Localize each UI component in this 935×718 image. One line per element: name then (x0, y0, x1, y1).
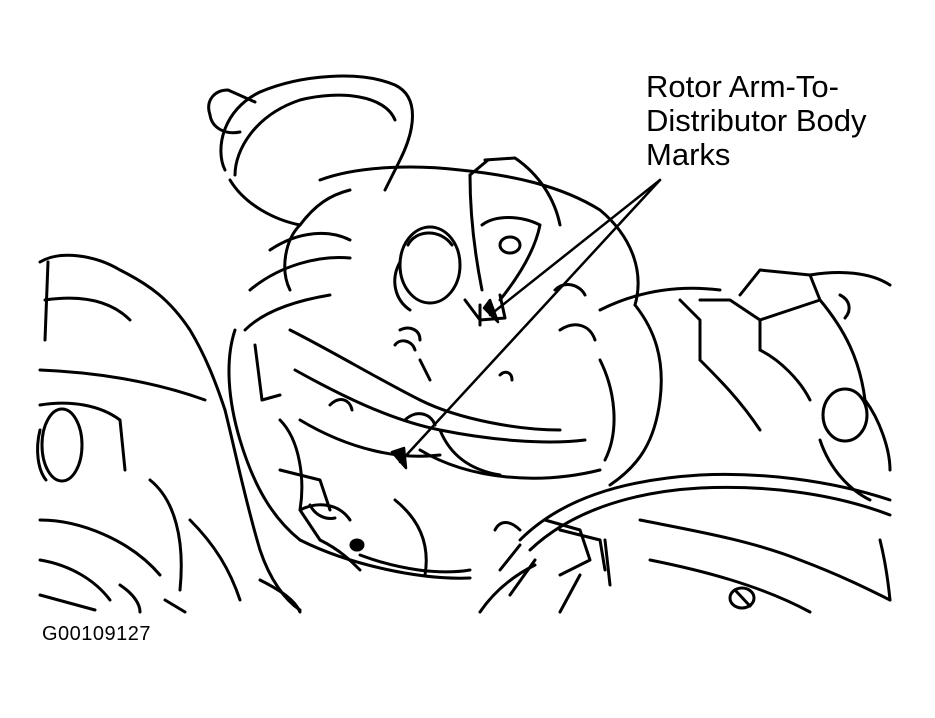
engine-block-right (598, 268, 892, 614)
distributor-housing (227, 156, 663, 580)
callout-line-3: Marks (646, 137, 731, 172)
figure-id: G00109127 (42, 623, 152, 645)
callout-leaders (390, 178, 662, 470)
callout-line-1: Rotor Arm-To- (646, 69, 839, 104)
connector-bracket (258, 418, 428, 614)
leader-line-body-mark (398, 178, 662, 464)
vacuum-advance-unit (207, 74, 414, 227)
leader-line-rotor-mark (488, 178, 662, 317)
engine-block-left (36, 253, 302, 614)
callout-line-2: Distributor Body (646, 103, 867, 138)
callout-label: Rotor Arm-To- Distributor Body Marks (646, 70, 867, 172)
wire-harness (478, 472, 892, 614)
